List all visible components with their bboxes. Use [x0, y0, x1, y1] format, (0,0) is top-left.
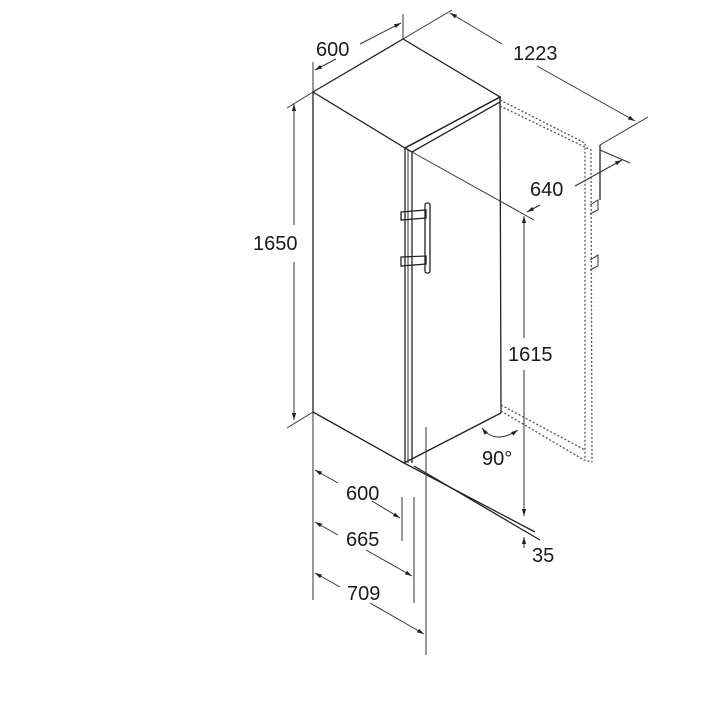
dim-bottom-depths — [312, 412, 427, 655]
label-height-door: 1615 — [508, 344, 553, 366]
open-door-outline — [499, 99, 601, 463]
label-depth-with-handle: 709 — [347, 583, 380, 605]
fridge-body — [311, 38, 502, 464]
dim-door-clearance — [411, 149, 631, 221]
dim-height — [286, 91, 314, 429]
label-depth-with-door: 665 — [346, 529, 379, 551]
label-height: 1650 — [253, 233, 298, 255]
label-depth-body: 600 — [346, 483, 379, 505]
dim-top-width — [312, 14, 404, 92]
dim-depth-door-open — [402, 9, 649, 146]
label-floor-offset: 35 — [532, 545, 554, 567]
label-top-width: 600 — [316, 39, 349, 61]
label-depth-door-open: 1223 — [513, 43, 558, 65]
door-handle — [400, 202, 431, 274]
label-door-angle: 90° — [482, 448, 512, 470]
floor-line — [403, 462, 536, 533]
label-door-clearance: 640 — [530, 179, 563, 201]
floor-line-offset — [413, 465, 541, 541]
angle-arc — [481, 427, 519, 438]
